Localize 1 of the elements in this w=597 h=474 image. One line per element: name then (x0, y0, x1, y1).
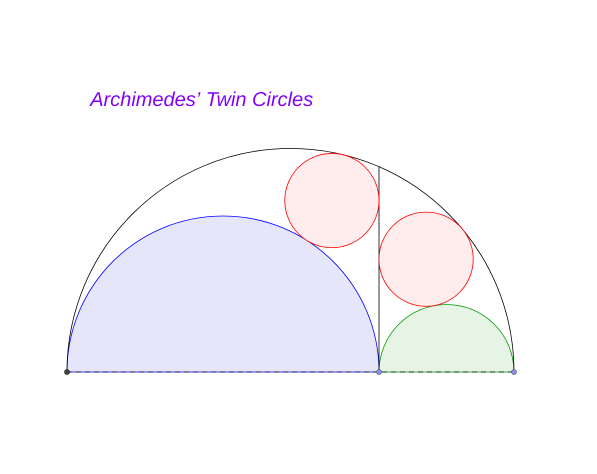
title: Archimedes’ Twin Circles (89, 92, 313, 106)
